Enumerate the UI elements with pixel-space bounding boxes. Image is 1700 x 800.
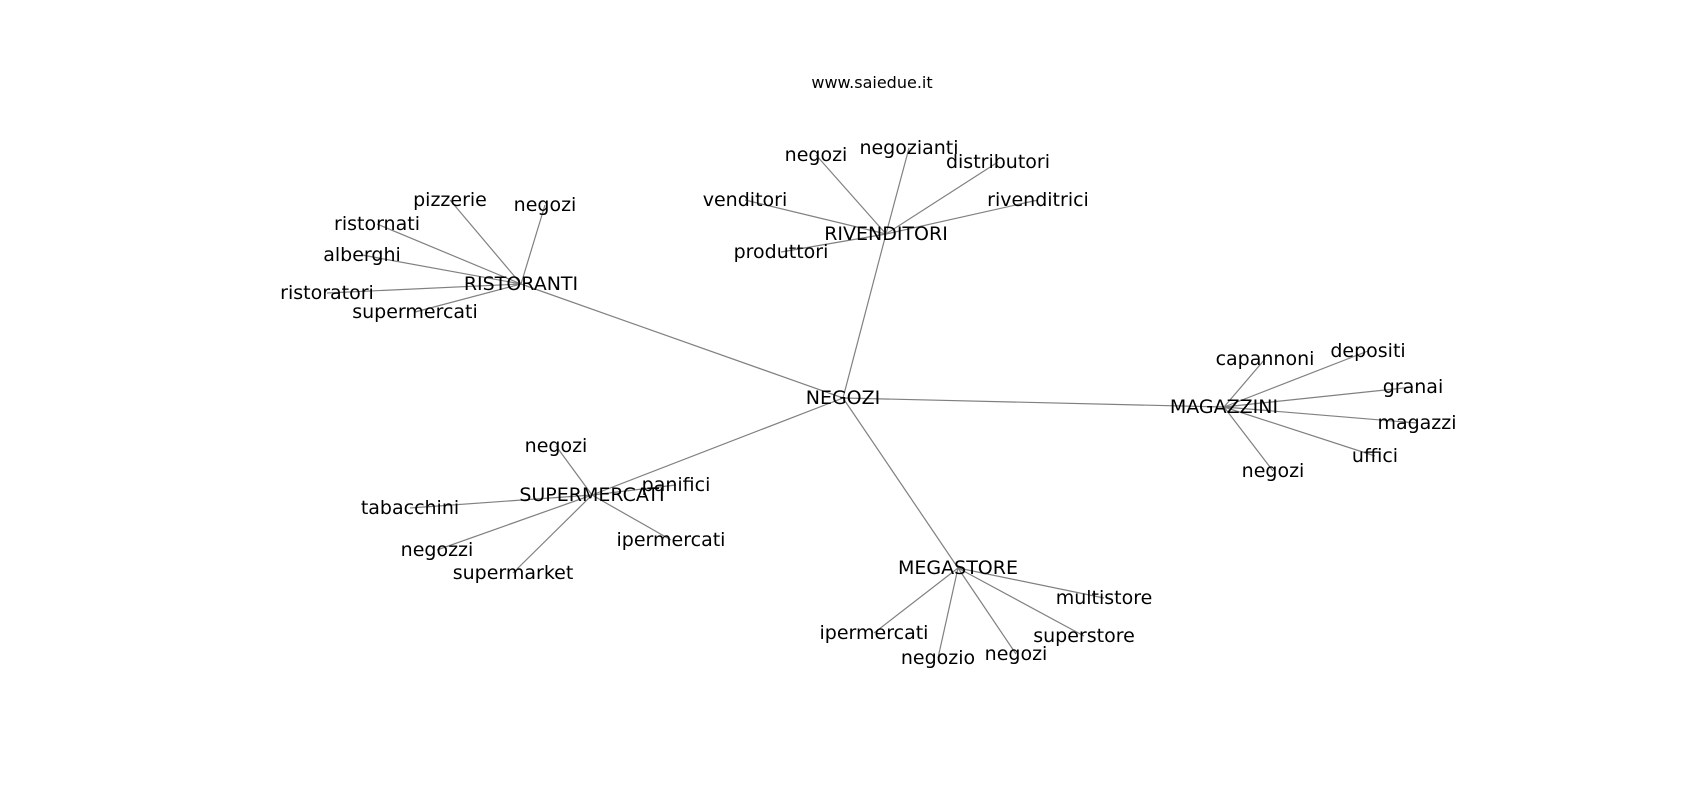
- leaf-node-label: negozi: [514, 194, 577, 216]
- edge-ristoranti-leaf: [414, 283, 522, 313]
- leaf-node-label: negozzi: [401, 539, 474, 561]
- edge-rivenditori-leaf: [885, 161, 999, 235]
- edge-magazzini-leaf: [1223, 406, 1376, 457]
- edge-supermercati-leaf: [512, 494, 593, 574]
- leaf-node-label: venditori: [703, 189, 787, 211]
- leaf-node-label: magazzi: [1377, 412, 1456, 434]
- edge-center-ristoranti: [520, 283, 844, 399]
- center-node-label: NEGOZI: [806, 387, 881, 409]
- edge-center-supermercati: [591, 397, 844, 496]
- leaf-node-label: uffici: [1352, 445, 1398, 467]
- edge-magazzini-leaf: [1223, 406, 1274, 472]
- leaf-node-label: ristoratori: [280, 282, 374, 304]
- edge-magazzini-leaf: [1223, 358, 1266, 408]
- edge-supermercati-leaf: [409, 494, 593, 509]
- edge-magazzini-leaf: [1223, 386, 1414, 408]
- edge-megastore-leaf: [873, 567, 959, 634]
- leaf-node-label: negozi: [525, 435, 588, 457]
- leaf-node-label: negozianti: [859, 137, 958, 159]
- leaf-node-label: panifici: [642, 474, 711, 496]
- edge-megastore-leaf: [937, 567, 959, 659]
- leaf-node-label: granai: [1383, 376, 1443, 398]
- edge-rivenditori-leaf: [744, 199, 887, 235]
- hub-node-label-rivenditori: RIVENDITORI: [824, 223, 948, 245]
- edge-rivenditori-leaf: [780, 233, 887, 253]
- edge-rivenditori-leaf: [815, 154, 887, 235]
- edge-rivenditori-leaf: [885, 199, 1039, 235]
- leaf-node-label: tabacchini: [361, 497, 459, 519]
- hub-node-label-magazzini: MAGAZZINI: [1170, 396, 1278, 418]
- leaf-node-label: negozi: [1242, 460, 1305, 482]
- edge-ristoranti-leaf: [376, 223, 522, 285]
- edge-rivenditori-leaf: [885, 147, 910, 235]
- hub-node-label-megastore: MEGASTORE: [898, 557, 1018, 579]
- leaf-node-label: capannoni: [1216, 348, 1315, 370]
- edge-ristoranti-leaf: [520, 204, 546, 285]
- edge-center-rivenditori: [842, 233, 887, 399]
- leaf-node-label: alberghi: [323, 244, 401, 266]
- leaf-node-label: supermercati: [352, 301, 478, 323]
- leaf-node-label: ipermercati: [820, 622, 929, 644]
- diagram-title: www.saiedue.it: [811, 73, 932, 92]
- edge-supermercati-leaf: [591, 494, 672, 541]
- hub-node-label-ristoranti: RISTORANTI: [464, 273, 578, 295]
- leaf-node-label: depositi: [1330, 340, 1405, 362]
- leaf-node-label: multistore: [1056, 587, 1153, 609]
- leaf-node-label: produttori: [734, 241, 829, 263]
- leaf-node-label: ristornati: [334, 213, 420, 235]
- edge-ristoranti-leaf: [449, 199, 522, 285]
- edge-megastore-leaf: [957, 567, 1017, 655]
- edge-supermercati-leaf: [591, 484, 677, 496]
- edge-ristoranti-leaf: [361, 254, 522, 285]
- edge-ristoranti-leaf: [326, 283, 522, 294]
- edge-center-megastore: [842, 397, 959, 569]
- edge-megastore-leaf: [957, 567, 1105, 599]
- edge-megastore-leaf: [957, 567, 1085, 637]
- leaf-node-label: negozi: [985, 643, 1048, 665]
- edge-supermercati-leaf: [555, 445, 593, 496]
- edge-magazzini-leaf: [1223, 350, 1369, 408]
- leaf-node-label: superstore: [1033, 625, 1135, 647]
- leaf-node-label: negozi: [785, 144, 848, 166]
- hub-node-label-supermercati: SUPERMERCATI: [519, 484, 664, 506]
- leaf-node-label: supermarket: [453, 562, 574, 584]
- edge-center-magazzini: [842, 397, 1225, 408]
- edge-supermercati-leaf: [436, 494, 593, 551]
- leaf-node-label: negozio: [901, 647, 975, 669]
- leaf-node-label: ipermercati: [617, 529, 726, 551]
- edge-layer: [326, 147, 1418, 659]
- edge-magazzini-leaf: [1223, 406, 1418, 424]
- leaf-node-label: pizzerie: [413, 189, 487, 211]
- leaf-node-label: distributori: [946, 151, 1050, 173]
- label-layer: NEGOZI RISTORANTI pizzerie negozi ristornati…: [280, 137, 1456, 669]
- leaf-node-label: rivenditrici: [987, 189, 1089, 211]
